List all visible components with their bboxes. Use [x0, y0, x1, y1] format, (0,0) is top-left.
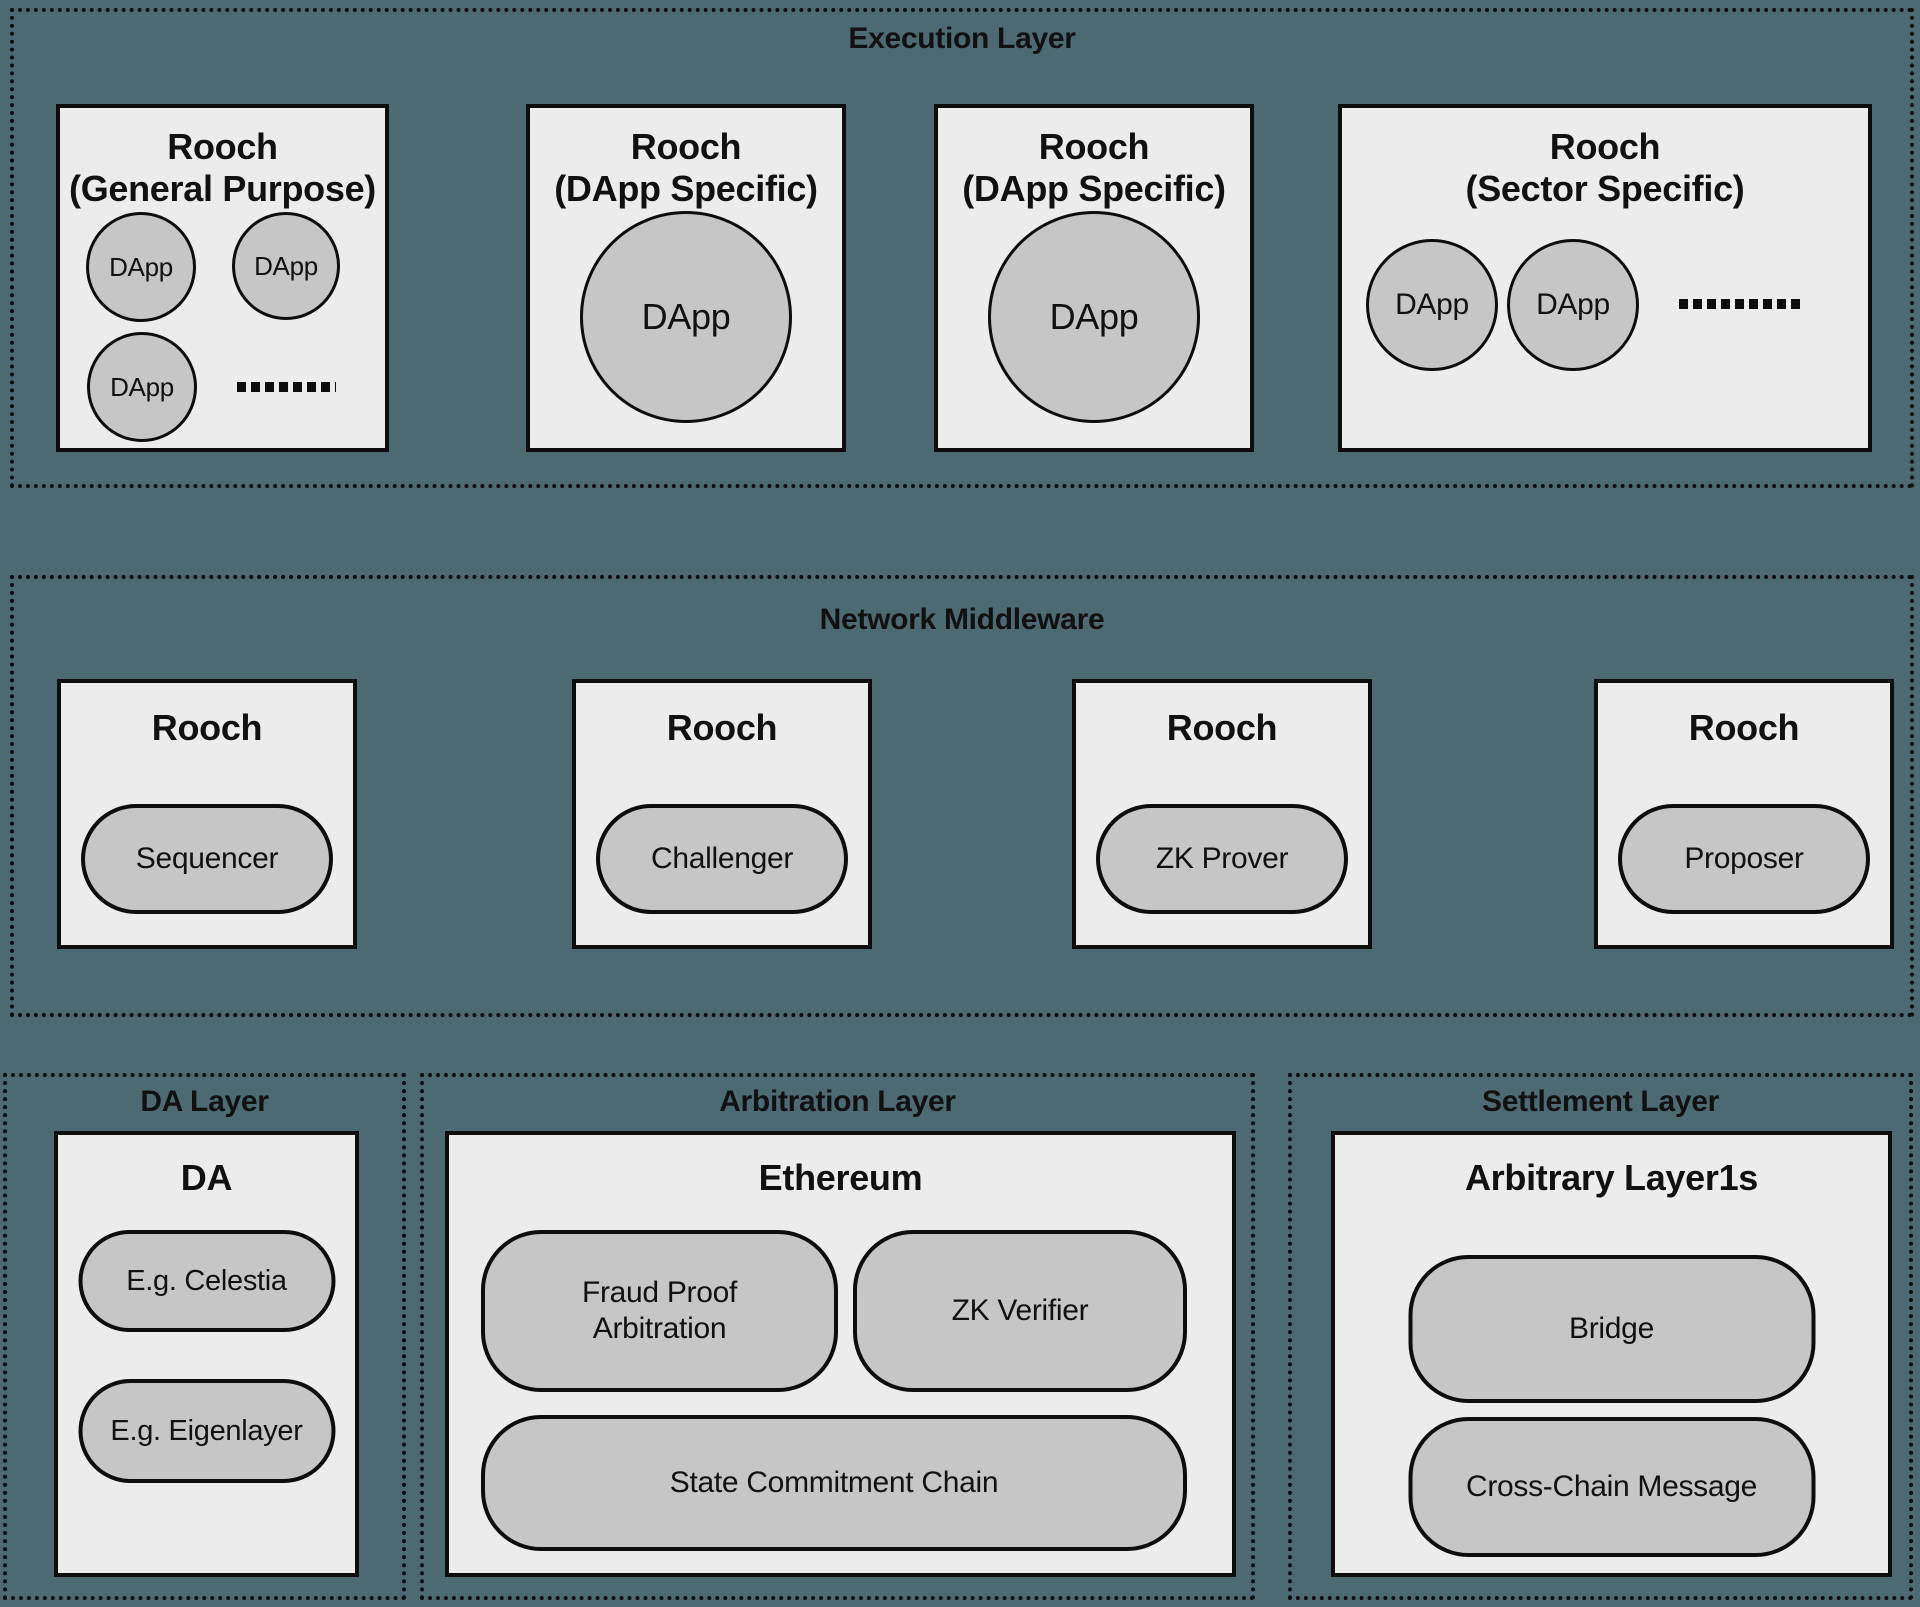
da-item-label: E.g. Eigenlayer	[110, 1414, 303, 1447]
arbitrary-layer1s-box: Arbitrary Layer1s Bridge Cross-Chain Mes…	[1331, 1131, 1892, 1577]
settlement-item-label: Cross-Chain Message	[1465, 1470, 1758, 1503]
settlement-item-label: Bridge	[1569, 1312, 1654, 1345]
dapp-label: DApp	[1049, 296, 1139, 337]
rooch-general-purpose-box: Rooch (General Purpose) DApp DApp DApp	[56, 104, 389, 452]
rooch-dapp-specific-box: Rooch (DApp Specific) DApp	[526, 104, 846, 452]
box-title-line1: Rooch	[630, 126, 742, 167]
box-title: Rooch	[1688, 707, 1800, 748]
state-commitment-chain-pill: State Commitment Chain	[481, 1415, 1187, 1551]
box-title: Rooch (DApp Specific)	[938, 126, 1250, 210]
box-title: Rooch	[151, 707, 263, 748]
box-title: Rooch	[666, 707, 778, 748]
settlement-layer-title: Settlement Layer	[1482, 1085, 1719, 1118]
box-title: Rooch (DApp Specific)	[530, 126, 842, 210]
box-title-line2: (General Purpose)	[69, 167, 376, 209]
dapp-label: DApp	[109, 251, 173, 282]
ethereum-box: Ethereum Fraud Proof Arbitration ZK Veri…	[445, 1131, 1236, 1577]
box-title: Arbitrary Layer1s	[1464, 1157, 1759, 1198]
arbitration-item-label: Fraud Proof Arbitration	[581, 1276, 738, 1345]
eigenlayer-pill: E.g. Eigenlayer	[78, 1379, 335, 1483]
da-item-label: E.g. Celestia	[126, 1264, 287, 1297]
rooch-proposer-box: Rooch Proposer	[1594, 679, 1894, 949]
rooch-challenger-box: Rooch Challenger	[572, 679, 872, 949]
bridge-pill: Bridge	[1408, 1255, 1815, 1403]
ellipsis-icon	[1679, 299, 1805, 309]
box-title-line2: (Sector Specific)	[1465, 167, 1745, 209]
da-layer-title: DA Layer	[140, 1085, 269, 1118]
zk-prover-pill: ZK Prover	[1096, 804, 1348, 914]
role-label: Proposer	[1684, 842, 1804, 875]
cross-chain-message-pill: Cross-Chain Message	[1408, 1417, 1815, 1557]
settlement-layer-section: Settlement Layer Arbitrary Layer1s Bridg…	[1288, 1073, 1913, 1600]
box-title: Rooch	[1166, 707, 1278, 748]
box-title: Rooch (Sector Specific)	[1342, 126, 1868, 210]
arbitration-layer-section: Arbitration Layer Ethereum Fraud Proof A…	[420, 1073, 1255, 1600]
da-layer-section: DA Layer DA E.g. Celestia E.g. Eigenlaye…	[3, 1073, 406, 1600]
arbitration-layer-title: Arbitration Layer	[719, 1085, 956, 1118]
dapp-label: DApp	[1536, 288, 1610, 321]
dapp-circle: DApp	[232, 212, 340, 320]
box-title-line2: (DApp Specific)	[554, 167, 818, 209]
role-label: Sequencer	[135, 842, 279, 875]
challenger-pill: Challenger	[596, 804, 848, 914]
sequencer-pill: Sequencer	[81, 804, 333, 914]
dapp-circle: DApp	[1507, 239, 1639, 371]
network-middleware-title: Network Middleware	[819, 603, 1105, 636]
dapp-circle: DApp	[580, 211, 792, 423]
box-title: DA	[180, 1157, 233, 1198]
role-label: ZK Prover	[1155, 842, 1289, 875]
network-middleware-section: Network Middleware Rooch Sequencer Rooch…	[10, 575, 1914, 1017]
rooch-sequencer-box: Rooch Sequencer	[57, 679, 357, 949]
role-label: Challenger	[650, 842, 794, 875]
rooch-sector-specific-box: Rooch (Sector Specific) DApp DApp	[1338, 104, 1872, 452]
zk-verifier-pill: ZK Verifier	[853, 1230, 1187, 1392]
arbitration-item-label: ZK Verifier	[951, 1294, 1089, 1327]
rooch-dapp-specific-box: Rooch (DApp Specific) DApp	[934, 104, 1254, 452]
box-title-line2: (DApp Specific)	[962, 167, 1226, 209]
rooch-zk-prover-box: Rooch ZK Prover	[1072, 679, 1372, 949]
dapp-label: DApp	[641, 296, 731, 337]
dapp-label: DApp	[110, 371, 174, 402]
box-title-line1: Rooch	[1549, 126, 1661, 167]
dapp-circle: DApp	[1366, 239, 1498, 371]
ellipsis-icon	[237, 382, 336, 392]
box-title: Ethereum	[758, 1157, 923, 1198]
fraud-proof-arbitration-pill: Fraud Proof Arbitration	[481, 1230, 838, 1392]
execution-layer-title: Execution Layer	[848, 22, 1076, 55]
execution-layer-section: Execution Layer Rooch (General Purpose) …	[10, 8, 1914, 488]
da-box: DA E.g. Celestia E.g. Eigenlayer	[54, 1131, 359, 1577]
box-title-line1: Rooch	[1038, 126, 1150, 167]
dapp-label: DApp	[1395, 288, 1469, 321]
box-title: Rooch (General Purpose)	[60, 126, 385, 210]
proposer-pill: Proposer	[1618, 804, 1870, 914]
dapp-circle: DApp	[86, 212, 196, 322]
box-title-line1: Rooch	[167, 126, 278, 167]
arbitration-item-label: State Commitment Chain	[669, 1466, 999, 1499]
dapp-label: DApp	[254, 250, 318, 281]
dapp-circle: DApp	[87, 332, 197, 442]
celestia-pill: E.g. Celestia	[78, 1230, 335, 1332]
dapp-circle: DApp	[988, 211, 1200, 423]
